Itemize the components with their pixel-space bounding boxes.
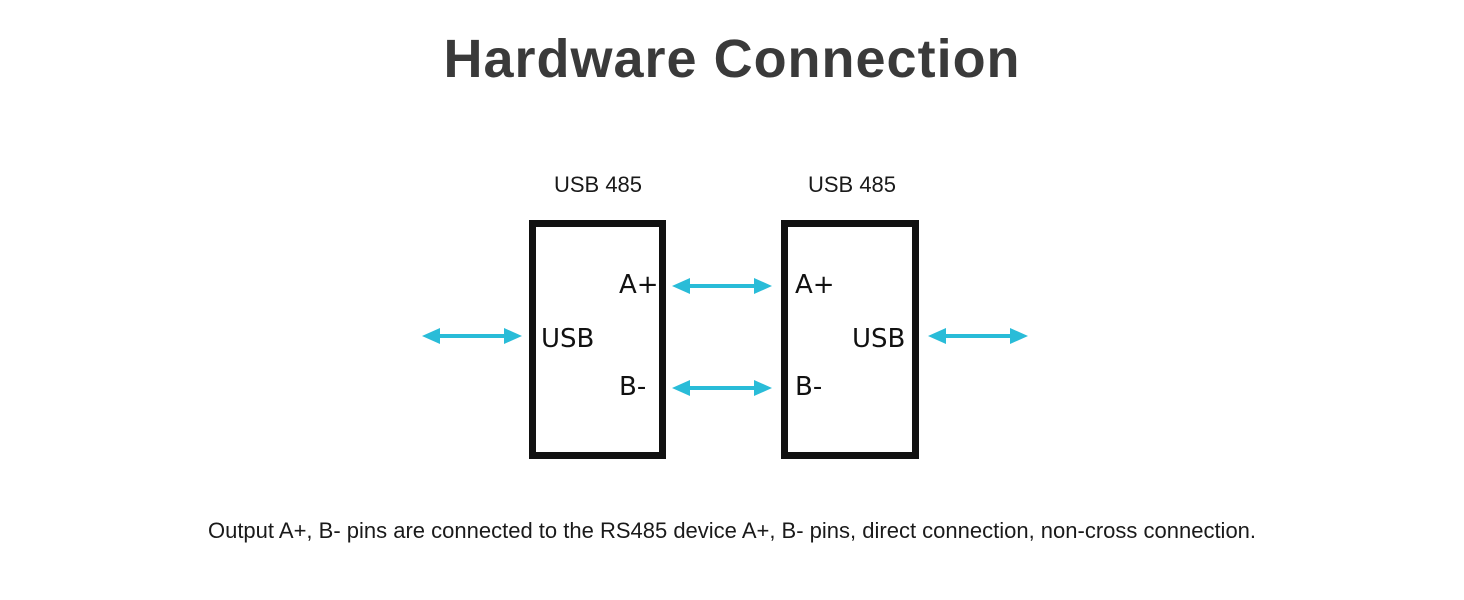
left-device-box — [529, 220, 666, 459]
right-device-b-pin-label: B- — [795, 372, 823, 402]
left-device-a-pin-label: A+ — [619, 270, 659, 300]
left-usb-double-arrow-icon — [422, 328, 522, 344]
left-device-b-pin-label: B- — [619, 372, 647, 402]
left-device-usb-label: USB — [541, 324, 595, 354]
page-title: Hardware Connection — [443, 29, 1021, 89]
b-pin-double-arrow-icon — [672, 380, 772, 396]
right-device-usb-label: USB — [852, 324, 906, 354]
right-usb-double-arrow-icon — [928, 328, 1028, 344]
a-pin-double-arrow-icon — [672, 278, 772, 294]
right-device-label: USB 485 — [807, 172, 897, 197]
right-device-box — [781, 220, 919, 459]
right-device-a-pin-label: A+ — [795, 270, 835, 300]
connection-caption: Output A+, B- pins are connected to the … — [207, 518, 1257, 543]
left-device-label: USB 485 — [553, 172, 643, 197]
